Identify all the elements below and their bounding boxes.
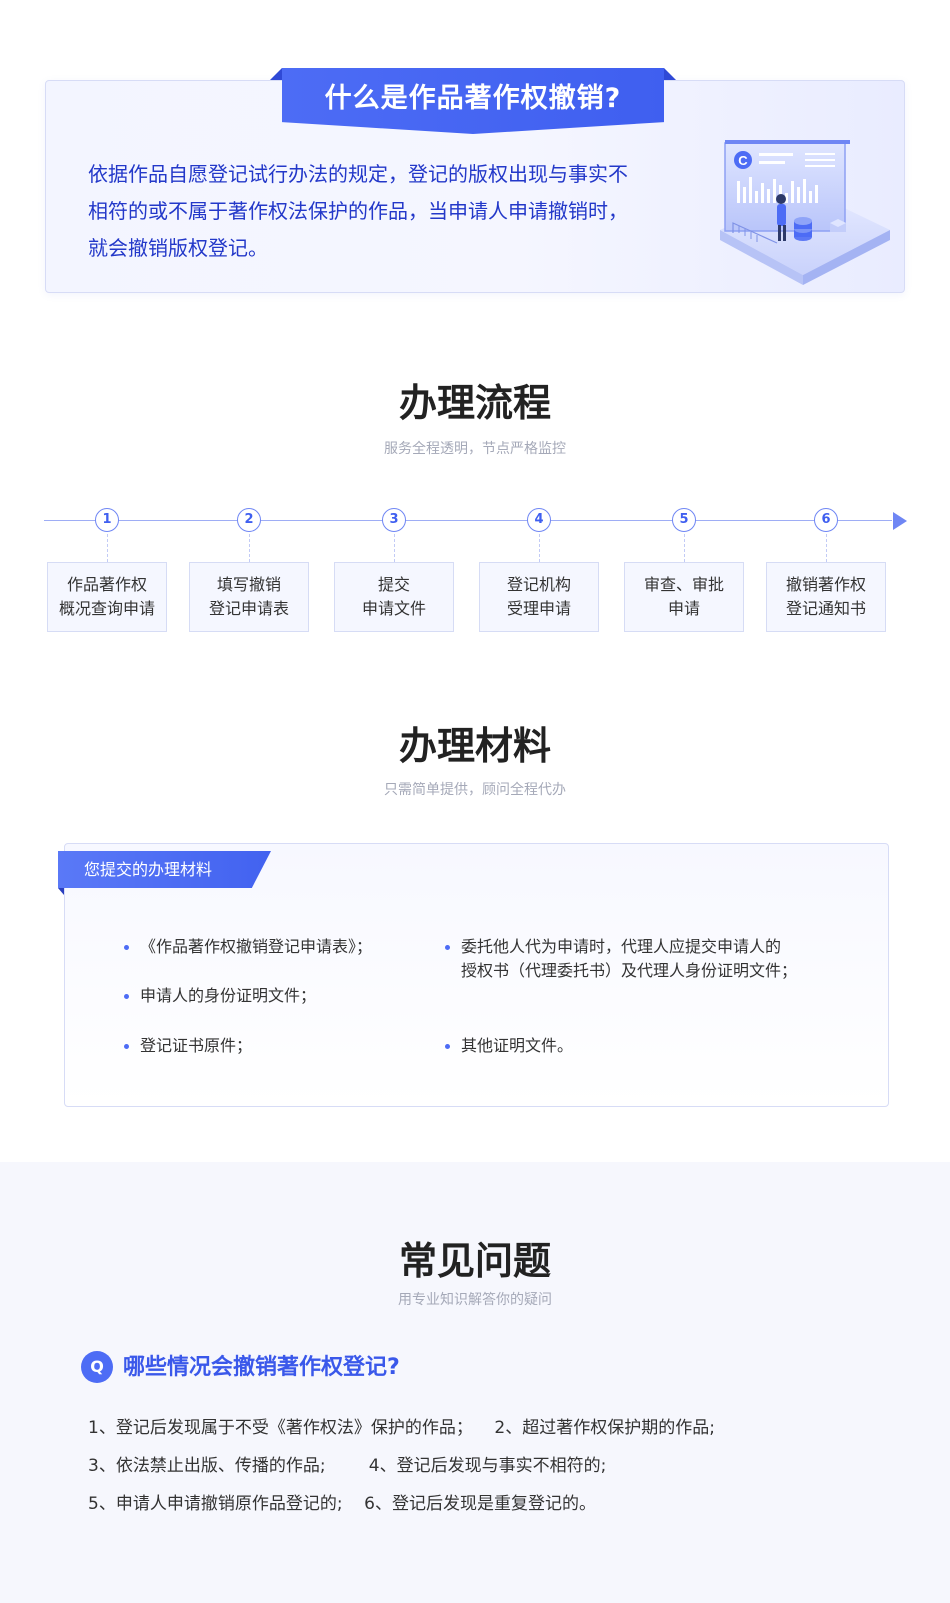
material-item: 申请人的身份证明文件； [124, 984, 316, 1008]
step-number: 5 [672, 508, 696, 532]
intro-text-line: 就会撤销版权登记。 [88, 236, 268, 260]
material-item-line: 委托他人代为申请时，代理人应提交申请人的 [461, 937, 782, 956]
step-label: 撤销著作权 [785, 575, 866, 594]
step-connector [826, 534, 827, 562]
step-box: 审查、审批申请 [624, 562, 744, 632]
process-line [44, 520, 892, 521]
material-item: 《作品著作权撤销登记申请表》； [124, 935, 372, 959]
step-number: 6 [814, 508, 838, 532]
step-box: 登记机构受理申请 [479, 562, 599, 632]
step-number: 4 [527, 508, 551, 532]
step-label: 审查、审批 [643, 575, 724, 594]
material-item: 登记证书原件； [124, 1034, 252, 1058]
arrow-right-icon [893, 512, 907, 530]
step-label: 受理申请 [506, 599, 571, 618]
step-number: 1 [95, 508, 119, 532]
faq-subtitle: 用专业知识解答你的疑问 [398, 1292, 552, 1308]
intro-text-line: 相符的或不属于著作权法保护的作品，当申请人申请撤销时， [88, 199, 628, 223]
step-connector [249, 534, 250, 562]
step-connector [539, 534, 540, 562]
faq-answer-line: 1、登记后发现属于不受《著作权法》保护的作品； 2、超过著作权保护期的作品; [88, 1418, 715, 1438]
tag-fold [58, 888, 64, 895]
step-label: 申请文件 [361, 599, 426, 618]
material-item: 其他证明文件。 [445, 1034, 573, 1058]
intro-text: 依据作品自愿登记试行办法的规定，登记的版权出现与事实不 相符的或不属于著作权法保… [88, 156, 698, 267]
step-connector [394, 534, 395, 562]
material-item-line: 授权书（代理委托书）及代理人身份证明文件； [461, 961, 798, 980]
material-item: 委托他人代为申请时，代理人应提交申请人的 授权书（代理委托书）及代理人身份证明文… [445, 935, 797, 983]
question-icon: Q [81, 1351, 113, 1383]
faq-answer-line: 3、依法禁止出版、传播的作品; 4、登记后发现与事实不相符的; [88, 1456, 607, 1476]
step-box: 提交申请文件 [334, 562, 454, 632]
step-box: 作品著作权概况查询申请 [47, 562, 167, 632]
step-number: 2 [237, 508, 261, 532]
ribbon-fold-left [270, 68, 282, 80]
process-title: 办理流程 [398, 381, 551, 425]
step-label: 填写撤销 [216, 575, 281, 594]
ribbon-fold-right [664, 68, 676, 80]
illustration-letter: C [738, 153, 748, 168]
faq-question: 哪些情况会撤销著作权登记? [123, 1355, 400, 1380]
faq-answer-line: 5、申请人申请撤销原作品登记的; 6、登记后发现是重复登记的。 [88, 1494, 596, 1514]
intro-ribbon: 什么是作品著作权撤销? [282, 68, 664, 134]
intro-text-line: 依据作品自愿登记试行办法的规定，登记的版权出现与事实不 [88, 162, 628, 186]
step-label: 作品著作权 [66, 575, 147, 594]
step-label: 登记通知书 [785, 599, 866, 618]
step-connector [107, 534, 108, 562]
materials-tag: 您提交的办理材料 [58, 851, 271, 888]
step-label: 申请 [667, 599, 700, 618]
step-box: 填写撤销登记申请表 [189, 562, 309, 632]
intro-title: 什么是作品著作权撤销? [324, 82, 622, 114]
step-number: 3 [382, 508, 406, 532]
step-box: 撤销著作权登记通知书 [766, 562, 886, 632]
faq-title: 常见问题 [398, 1239, 551, 1283]
step-label: 登记申请表 [208, 599, 289, 618]
materials-title: 办理材料 [398, 724, 551, 768]
materials-subtitle: 只需简单提供，顾问全程代办 [384, 782, 566, 798]
faq-section [0, 1162, 950, 1603]
step-label: 提交 [377, 575, 410, 594]
step-connector [684, 534, 685, 562]
step-label: 概况查询申请 [58, 599, 155, 618]
copyright-illustration-icon: C [720, 140, 890, 285]
step-label: 登记机构 [506, 575, 571, 594]
process-subtitle: 服务全程透明，节点严格监控 [384, 441, 566, 457]
